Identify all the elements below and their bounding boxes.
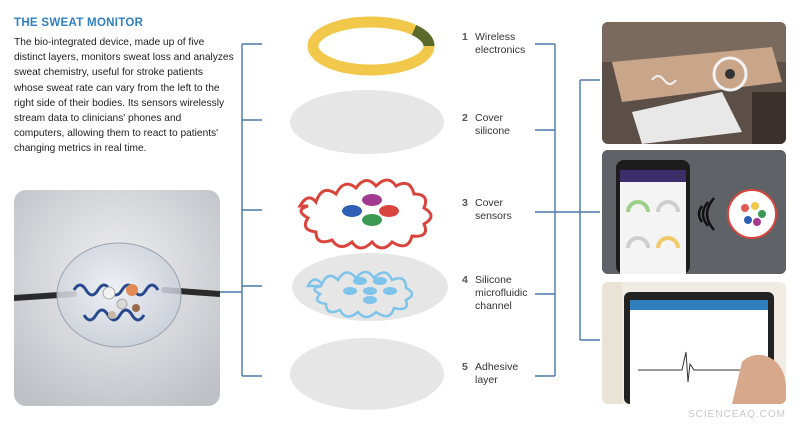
- layer-3-line1: Cover: [475, 197, 504, 209]
- layer-1-line2: electronics: [475, 44, 526, 56]
- layer-1-line1: Wireless: [475, 31, 516, 43]
- layer-4-number: 4: [462, 274, 468, 286]
- photo-bracket: [579, 79, 600, 341]
- layer-4-line1: Silicone: [475, 274, 512, 286]
- infographic-title: THE SWEAT MONITOR: [14, 17, 144, 29]
- tablet-illustration: [602, 282, 786, 404]
- arm-photo: [602, 22, 786, 144]
- layer-4-line2: microfluidic channel: [475, 287, 528, 312]
- arm-illustration: [602, 22, 786, 144]
- watermark: SCIENCEAQ.COM: [687, 409, 786, 420]
- layer-3-line2: sensors: [475, 210, 512, 222]
- left-bracket-ticks: [242, 43, 262, 377]
- tablet-photo: [602, 282, 786, 404]
- layer-4-channel: [292, 253, 448, 321]
- layer-2-line1: Cover: [475, 112, 504, 124]
- layer-2-number: 2: [462, 112, 468, 124]
- layer-5-line2: layer: [475, 374, 498, 386]
- device-illustration: [14, 190, 220, 406]
- phone-illustration: [602, 150, 786, 274]
- layer-1-ring: [307, 16, 435, 76]
- wireless-signal-icon: [697, 197, 715, 231]
- layer-1-number: 1: [462, 31, 468, 43]
- phone-photo: [602, 150, 786, 274]
- infographic-description: The bio-integrated device, made up of fi…: [14, 37, 234, 155]
- layer-2-disc: [290, 90, 444, 154]
- layer-5-line1: Adhesive: [475, 361, 519, 373]
- layer-5-number: 5: [462, 361, 468, 373]
- layer-3-number: 3: [462, 197, 468, 209]
- layer-2-line2: silicone: [475, 125, 511, 137]
- layer-3-sensors: [297, 178, 433, 250]
- layer-5-disc: [290, 338, 444, 410]
- right-bracket-ticks: [535, 43, 555, 377]
- device-photo: [14, 190, 220, 406]
